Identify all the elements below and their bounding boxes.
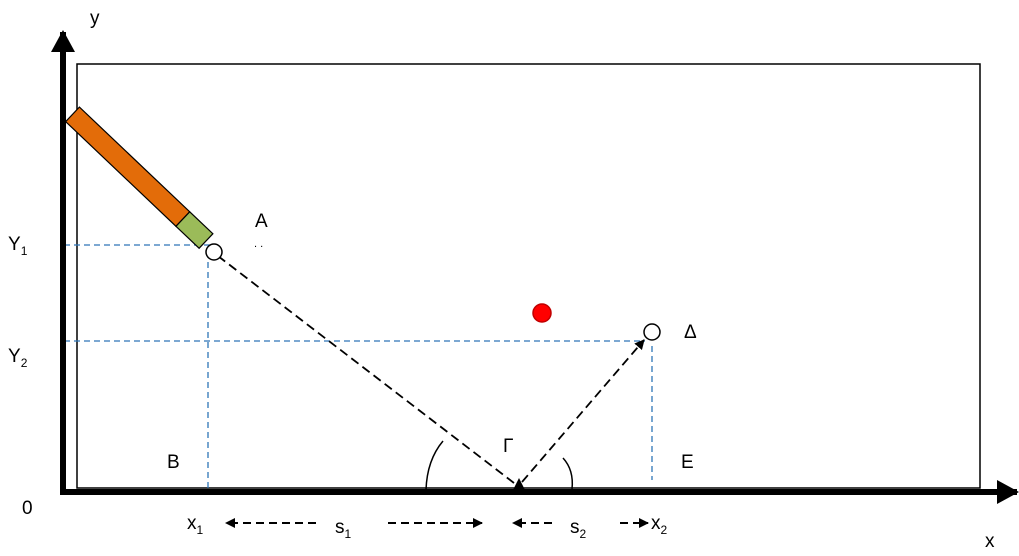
cue-body <box>64 106 191 228</box>
point-A-label: A <box>255 211 268 232</box>
label-s2: s2 <box>570 517 587 541</box>
origin-label: 0 <box>22 498 33 519</box>
point-B-label: B <box>167 452 180 473</box>
ball-start-A <box>205 243 223 261</box>
label-x1: x1 <box>187 513 204 537</box>
ball-end-Delta <box>643 323 661 341</box>
point-E-label: E <box>681 452 694 473</box>
point-A-tick-mark: . . <box>254 238 263 250</box>
label-x2: x2 <box>651 513 668 537</box>
guide-lines <box>64 244 653 492</box>
cue-stick <box>64 106 214 250</box>
x-axis-label: x <box>985 531 995 551</box>
trajectory-incoming <box>217 255 515 484</box>
trajectory <box>217 255 645 484</box>
angle-arc-reflection <box>562 457 574 490</box>
red-ball <box>532 303 552 323</box>
point-Gamma-label: Γ <box>503 436 513 457</box>
trajectory-outgoing <box>521 339 645 483</box>
y-axis-label: y <box>90 8 100 29</box>
label-Y2: Y2 <box>8 346 28 370</box>
impact-point-marker <box>512 478 526 492</box>
point-Delta-label: Δ <box>684 322 697 343</box>
angle-arc-incidence <box>425 440 444 491</box>
table-frame <box>76 63 981 489</box>
label-s1: s1 <box>335 517 352 541</box>
label-Y1: Y1 <box>8 234 28 258</box>
